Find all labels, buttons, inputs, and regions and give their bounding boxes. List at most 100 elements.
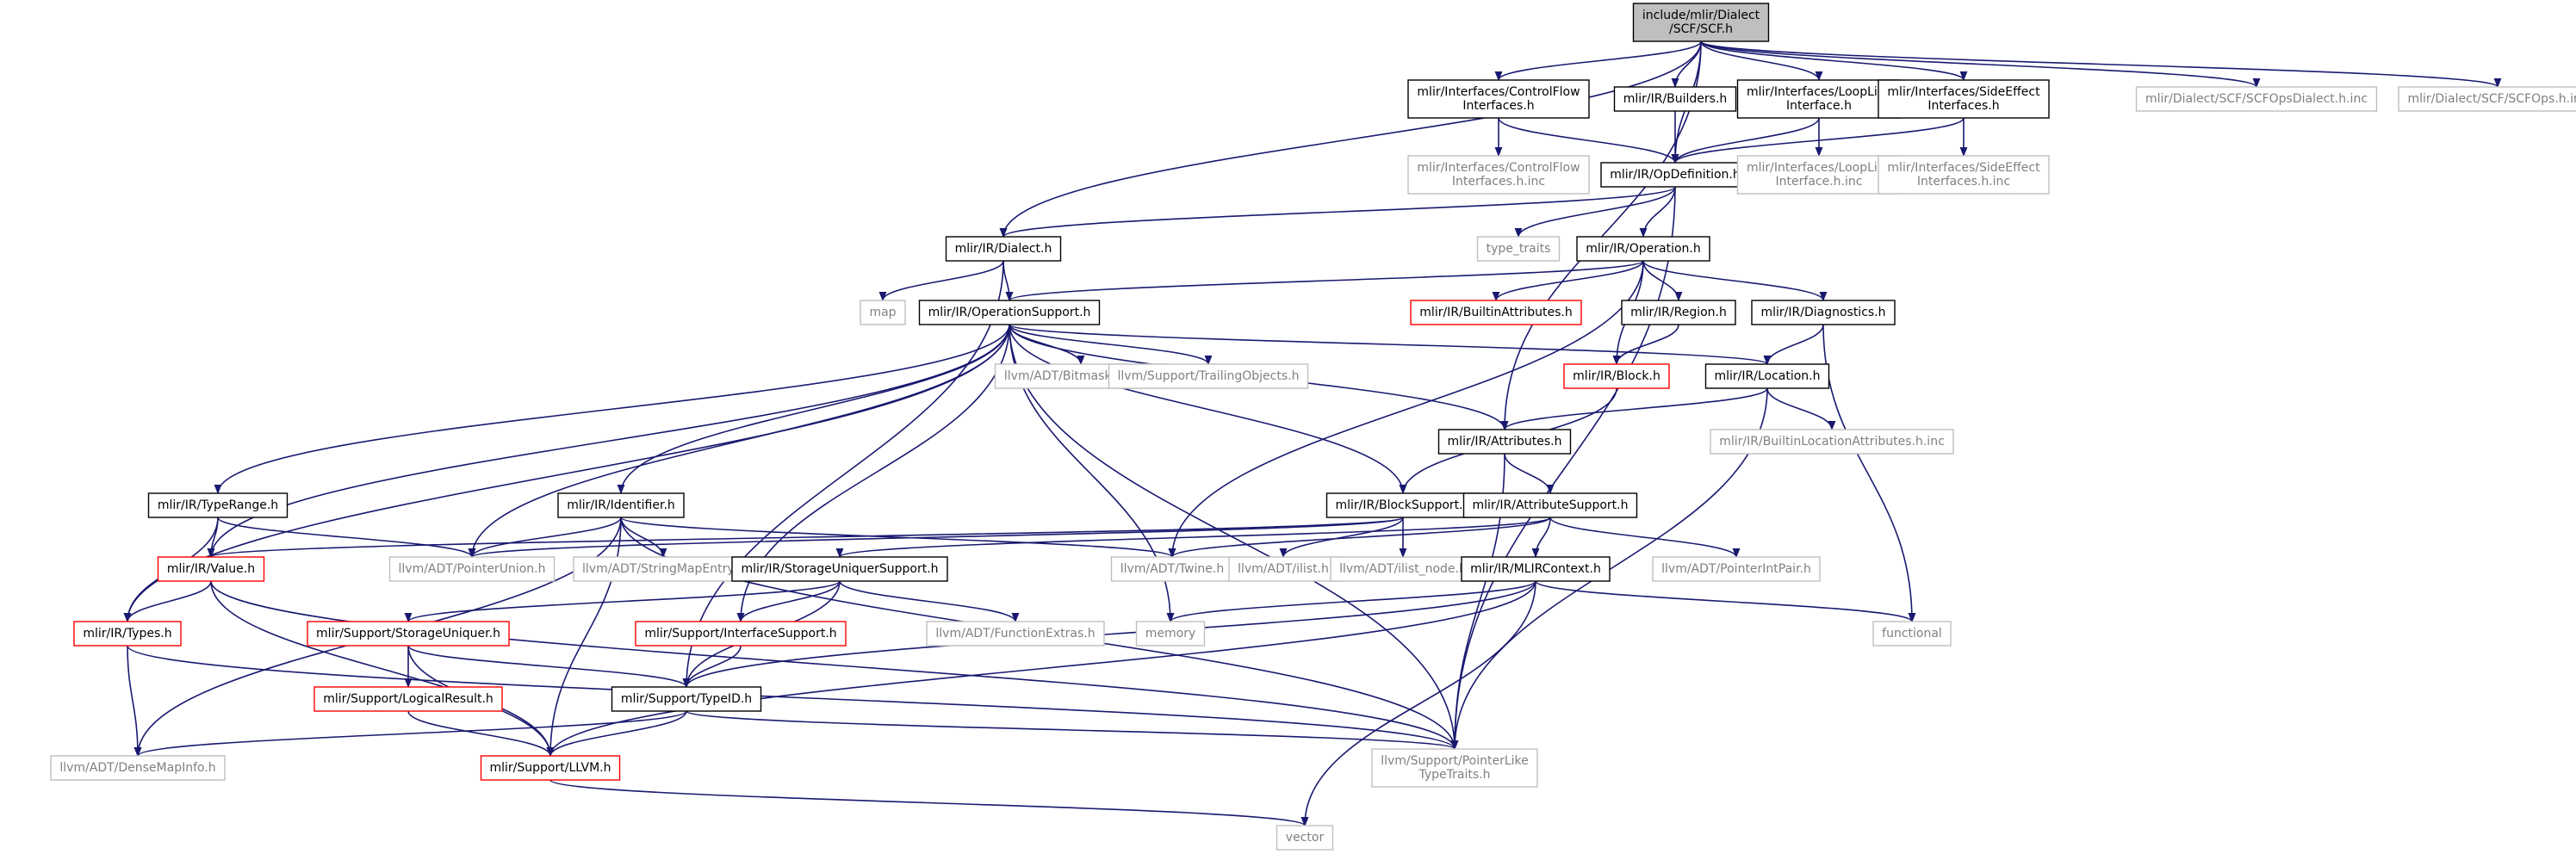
edge-opdef-to-pointerlike xyxy=(1450,186,1676,751)
node-opsupport[interactable]: mlir/IR/OperationSupport.h xyxy=(918,300,1101,325)
node-builtinattr[interactable]: mlir/IR/BuiltinAttributes.h xyxy=(1410,300,1582,325)
node-label: llvm/ADT/DenseMapInfo.h xyxy=(59,761,215,775)
node-label: mlir/IR/BlockSupport.h xyxy=(1336,498,1471,512)
node-stringmapentry[interactable]: llvm/ADT/StringMapEntry.h xyxy=(573,556,754,582)
edge-sei-to-opdef xyxy=(1671,117,1965,164)
node-seiinc[interactable]: mlir/Interfaces/SideEffectInterfaces.h.i… xyxy=(1878,155,2050,195)
edge-operation-to-opsupport xyxy=(1005,260,1644,302)
node-scfdialinc[interactable]: mlir/Dialect/SCF/SCFOpsDialect.h.inc xyxy=(2135,86,2378,112)
node-label: mlir/Support/LogicalResult.h xyxy=(323,692,493,706)
node-label: Interfaces.h.inc xyxy=(1452,175,1545,189)
node-functional[interactable]: functional xyxy=(1872,621,1952,647)
node-identifier[interactable]: mlir/IR/Identifier.h xyxy=(557,492,685,518)
node-attributes[interactable]: mlir/IR/Attributes.h xyxy=(1437,429,1572,455)
node-box xyxy=(1736,79,1902,119)
edge-attributes-to-attrsupport xyxy=(1504,453,1555,495)
node-pointerunion[interactable]: llvm/ADT/PointerUnion.h xyxy=(388,556,556,582)
node-label: mlir/IR/Value.h xyxy=(167,562,255,576)
node-types[interactable]: mlir/IR/Types.h xyxy=(73,621,182,647)
node-llvmh[interactable]: mlir/Support/LLVM.h xyxy=(480,755,621,781)
node-box xyxy=(1371,748,1538,788)
node-mlircontext[interactable]: mlir/IR/MLIRContext.h xyxy=(1461,556,1611,582)
node-ilistnode[interactable]: llvm/ADT/ilist_node.h xyxy=(1330,556,1476,582)
node-densemapinfo[interactable]: llvm/ADT/DenseMapInfo.h xyxy=(50,755,226,781)
edge-opdef-to-operation xyxy=(1639,186,1676,238)
node-label: Interfaces.h xyxy=(1462,99,1534,113)
node-logicalresult[interactable]: mlir/Support/LogicalResult.h xyxy=(313,686,503,712)
node-attrsupport[interactable]: mlir/IR/AttributeSupport.h xyxy=(1462,492,1638,518)
edge-dialect-to-typeid xyxy=(682,260,1004,689)
nodes-layer: include/mlir/Dialect/SCF/SCF.h mlir/Inter… xyxy=(50,3,2576,851)
node-blocksupport[interactable]: mlir/IR/BlockSupport.h xyxy=(1325,492,1480,518)
node-label: llvm/ADT/ilist.h xyxy=(1238,562,1329,576)
node-label: mlir/Support/StorageUniquer.h xyxy=(316,627,500,640)
node-value[interactable]: mlir/IR/Value.h xyxy=(157,556,265,582)
node-box xyxy=(1407,79,1590,119)
edge-blocksupport-to-ilist xyxy=(1279,517,1404,559)
node-twine[interactable]: llvm/ADT/Twine.h xyxy=(1110,556,1234,582)
node-label: mlir/IR/StorageUniquerSupport.h xyxy=(741,562,938,576)
node-dialect[interactable]: mlir/IR/Dialect.h xyxy=(945,236,1062,262)
edge-blocksupport-to-value xyxy=(208,517,1404,559)
node-root[interactable]: include/mlir/Dialect/SCF/SCF.h xyxy=(1632,3,1770,42)
edge-root-to-sei xyxy=(1700,40,1968,82)
node-storageuniquersupport[interactable]: mlir/IR/StorageUniquerSupport.h xyxy=(731,556,948,582)
node-diagnostics[interactable]: mlir/IR/Diagnostics.h xyxy=(1751,300,1896,325)
node-label: llvm/ADT/StringMapEntry.h xyxy=(582,562,744,576)
edge-mlircontext-to-llvmh xyxy=(546,580,1536,758)
node-ilist[interactable]: llvm/ADT/ilist.h xyxy=(1228,556,1338,582)
edge-storageuniquer-to-typeid xyxy=(407,645,691,689)
node-box xyxy=(1704,363,1830,389)
node-functionextras[interactable]: llvm/ADT/FunctionExtras.h xyxy=(926,621,1105,647)
node-label: mlir/IR/Operation.h xyxy=(1586,242,1700,256)
node-trailing[interactable]: llvm/Support/TrailingObjects.h xyxy=(1108,363,1309,389)
node-label: llvm/ADT/FunctionExtras.h xyxy=(935,627,1095,640)
edge-operation-to-twine xyxy=(1168,260,1644,559)
node-label: mlir/Interfaces/ControlFlow xyxy=(1417,85,1580,99)
node-interfacesupport[interactable]: mlir/Support/InterfaceSupport.h xyxy=(635,621,847,647)
node-label: mlir/Interfaces/SideEffect xyxy=(1887,161,2040,175)
node-memory[interactable]: memory xyxy=(1135,621,1206,647)
node-label: mlir/IR/TypeRange.h xyxy=(158,498,278,512)
node-builtinlocinc[interactable]: mlir/IR/BuiltinLocationAttributes.h.inc xyxy=(1710,429,1954,455)
node-label: mlir/IR/BuiltinLocationAttributes.h.inc xyxy=(1719,435,1945,449)
node-label: Interface.h xyxy=(1786,99,1852,113)
node-storageuniquer[interactable]: mlir/Support/StorageUniquer.h xyxy=(307,621,510,647)
node-box xyxy=(1652,556,1821,582)
node-vector[interactable]: vector xyxy=(1276,825,1334,851)
edge-storageuniquersupport-to-interfacesupport xyxy=(736,580,841,623)
node-builders[interactable]: mlir/IR/Builders.h xyxy=(1613,86,1737,112)
edge-dialect-to-opsupport xyxy=(1002,260,1014,302)
node-label: llvm/ADT/PointerUnion.h xyxy=(399,562,546,576)
node-region[interactable]: mlir/IR/Region.h xyxy=(1621,300,1736,325)
node-box xyxy=(1613,86,1737,112)
node-cfiinc[interactable]: mlir/Interfaces/ControlFlowInterfaces.h.… xyxy=(1407,155,1590,195)
node-box xyxy=(1872,621,1952,647)
node-map[interactable]: map xyxy=(860,300,906,325)
node-location[interactable]: mlir/IR/Location.h xyxy=(1704,363,1830,389)
edge-opdef-to-type_traits xyxy=(1514,186,1676,238)
node-box xyxy=(1462,492,1638,518)
edge-diagnostics-to-functional xyxy=(1822,324,1916,623)
node-scfopsinc[interactable]: mlir/Dialect/SCF/SCFOps.h.inc xyxy=(2398,86,2576,112)
edge-cfi-to-opdef xyxy=(1498,117,1679,164)
node-typeid[interactable]: mlir/Support/TypeID.h xyxy=(611,686,762,712)
node-pointerintpair[interactable]: llvm/ADT/PointerIntPair.h xyxy=(1652,556,1821,582)
node-type_traits[interactable]: type_traits xyxy=(1476,236,1561,262)
node-operation[interactable]: mlir/IR/Operation.h xyxy=(1576,236,1710,262)
node-box xyxy=(1576,236,1710,262)
edge-opsupport-to-typerange xyxy=(214,324,1010,495)
node-box xyxy=(2135,86,2378,112)
node-box xyxy=(1110,556,1234,582)
node-typerange[interactable]: mlir/IR/TypeRange.h xyxy=(147,492,289,518)
node-box xyxy=(313,686,503,712)
node-opdef[interactable]: mlir/IR/OpDefinition.h xyxy=(1600,162,1750,188)
edge-lli-to-opdef xyxy=(1671,117,1820,164)
node-block[interactable]: mlir/IR/Block.h xyxy=(1563,363,1670,389)
edge-opsupport-to-pointerunion xyxy=(468,324,1010,559)
